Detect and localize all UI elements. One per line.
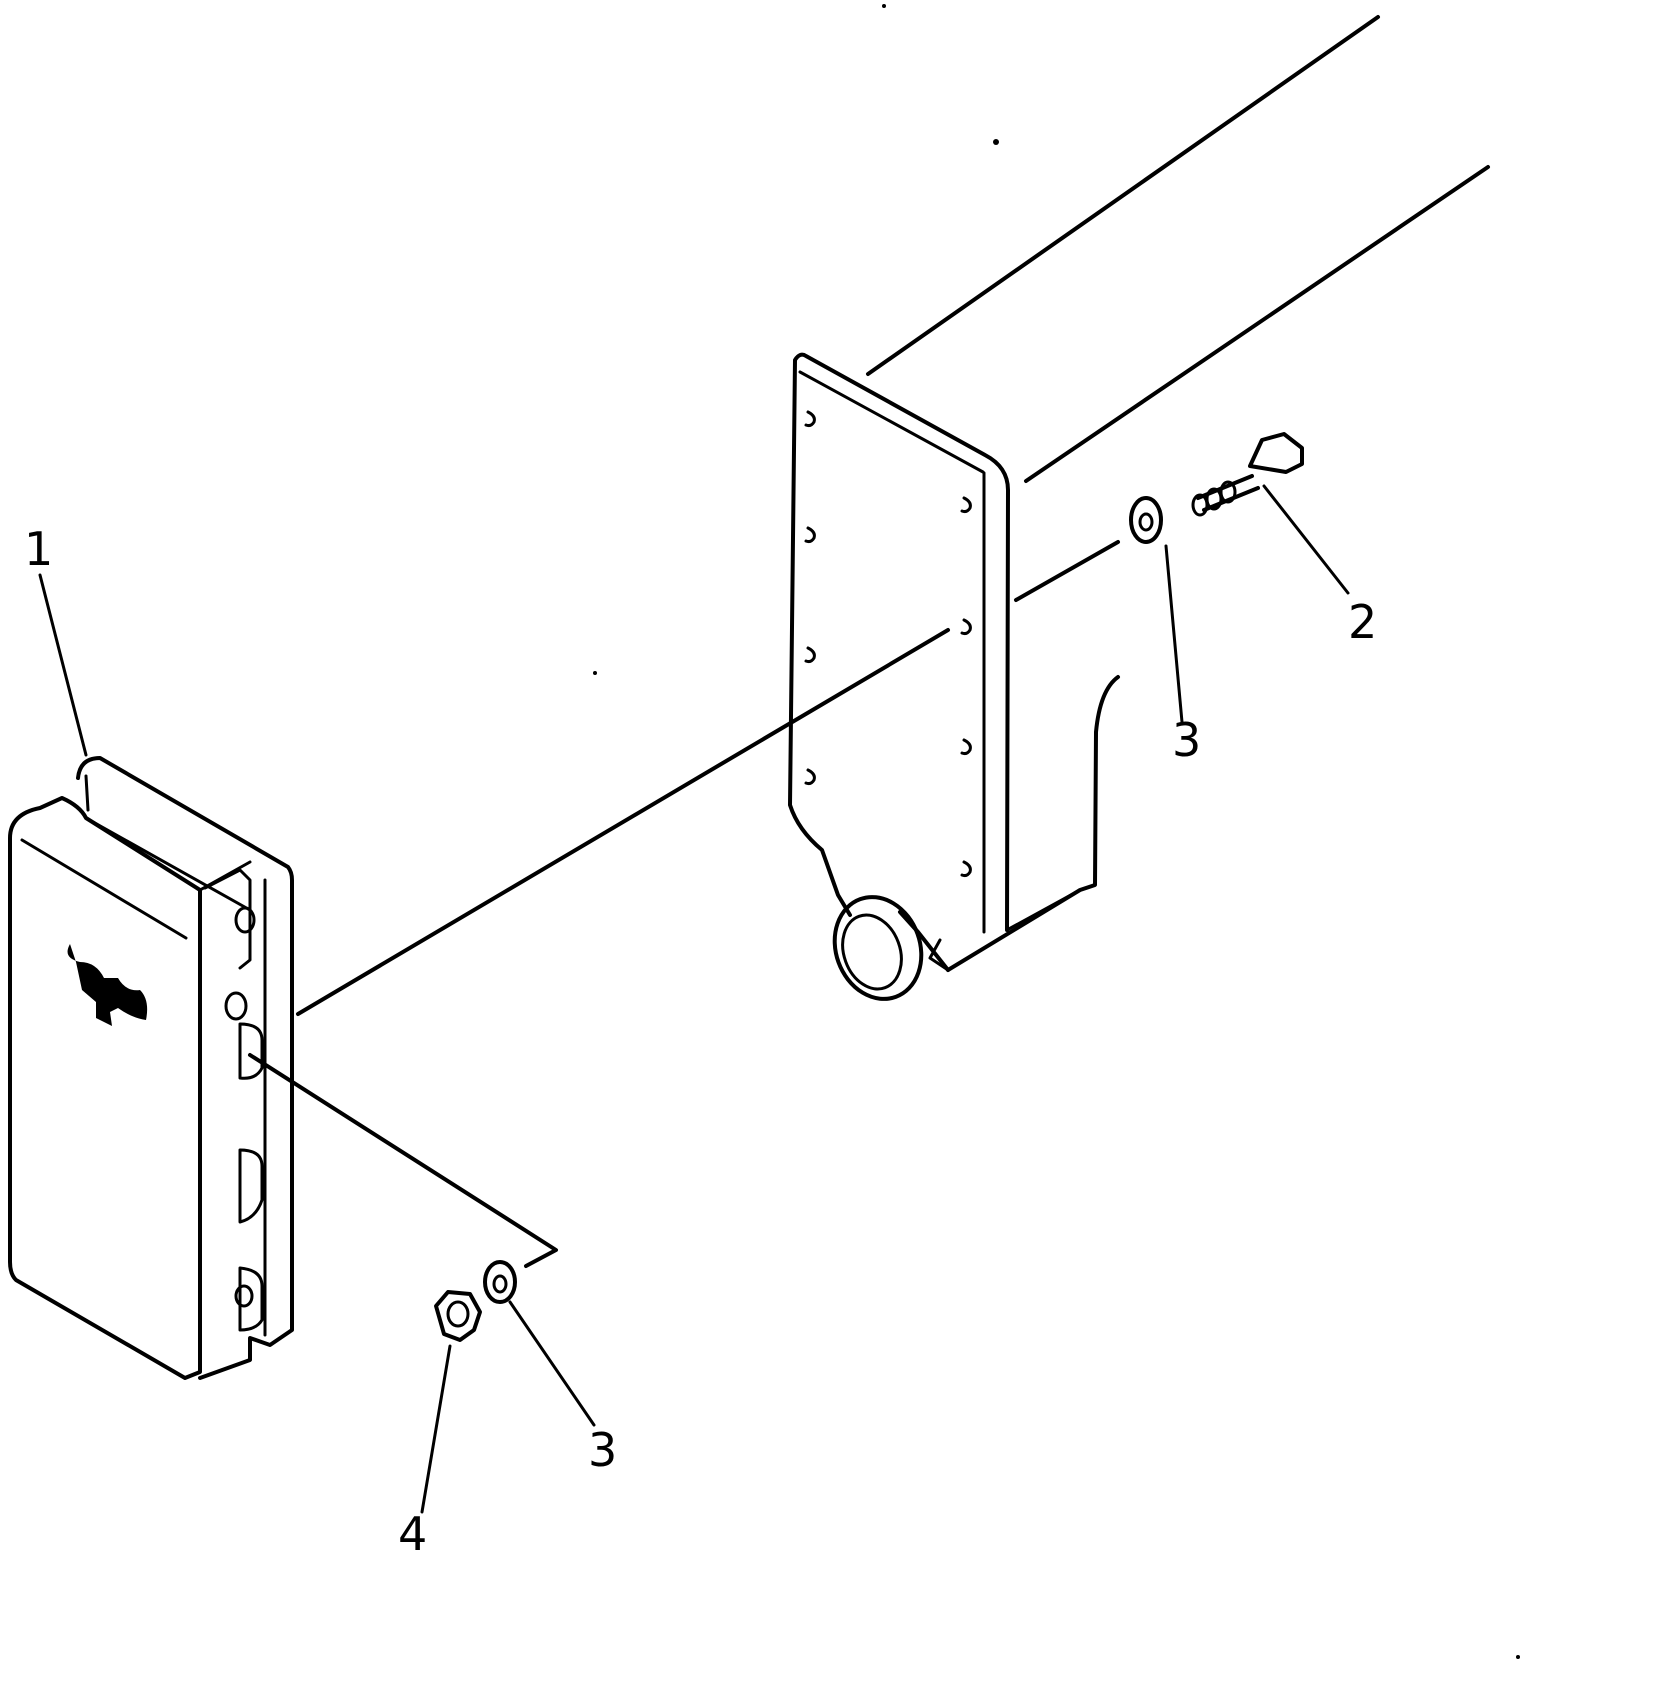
- callout-4: 4: [398, 1507, 427, 1561]
- washer-upper: [1129, 496, 1163, 544]
- callout-2: 2: [1348, 595, 1377, 649]
- emblem-logo: [67, 944, 148, 1026]
- counterweight: [8, 756, 294, 1380]
- assembly-guide-lines: [248, 540, 1120, 1268]
- leader-lines: [38, 484, 1350, 1514]
- plate-holes: [804, 410, 972, 878]
- frame-beam: [788, 15, 1490, 1001]
- scan-specks: [593, 4, 1520, 1659]
- callout-3-lower: 3: [588, 1423, 617, 1477]
- callouts: 1 2 3 3 4: [24, 522, 1377, 1561]
- washer-lower: [483, 1260, 517, 1304]
- callout-3-upper: 3: [1172, 713, 1201, 767]
- nut: [434, 1290, 482, 1342]
- callout-1: 1: [24, 522, 53, 576]
- plate-boss: [832, 895, 950, 1001]
- bolt: [1191, 432, 1304, 517]
